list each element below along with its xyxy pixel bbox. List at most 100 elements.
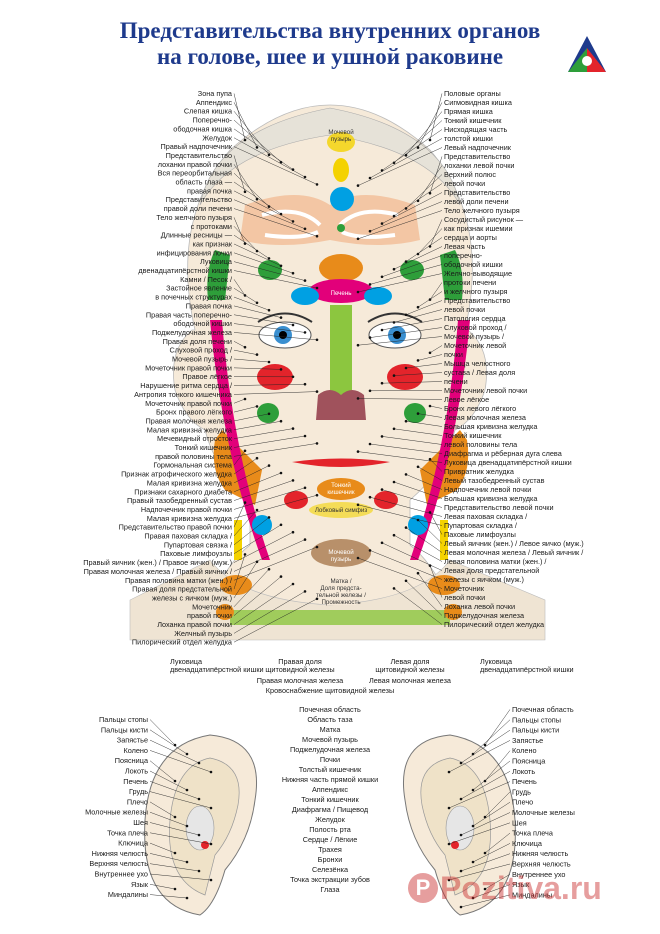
head-labels-right-label: Представительство [444, 296, 510, 305]
leader-line [393, 481, 443, 499]
ear-center-labels-label: Сердце / Лёгкие [303, 835, 358, 844]
head-labels-left-label: Правая доля печени [163, 337, 232, 346]
head-labels-left-label: ободочная кишка [173, 124, 233, 133]
leader-dot [356, 290, 360, 294]
leader-dot [356, 184, 360, 187]
leader-line [233, 252, 294, 274]
leader-dot [459, 869, 463, 873]
leader-dot [471, 788, 475, 792]
ear-left-labels-label: Шея [133, 818, 148, 827]
leader-dot [279, 264, 283, 268]
leader-dot [428, 404, 432, 408]
head-labels-right-label: Сигмовидная кишка [444, 98, 513, 107]
head-labels-left-label: Слуховой проход / [169, 346, 232, 355]
leader-line [233, 494, 318, 519]
head-labels-left-label: Зона пупа [198, 89, 233, 98]
leader-line [233, 217, 246, 244]
organ-nose-band [330, 305, 352, 395]
head-labels-left-label: двенадцатипёрстной кишки [138, 266, 232, 275]
leader-line [233, 450, 246, 466]
leader-line [233, 517, 270, 546]
head-labels-right-label: Левая паховая складка / [444, 512, 528, 521]
head-labels-right-label: Лоханка левой почки [444, 602, 515, 611]
ear-right-labels-label: Плечо [512, 798, 533, 807]
leader-line [233, 270, 318, 289]
ear-left-labels-label: Внутреннее ухо [95, 870, 148, 879]
ear-center-labels-label: Бронхи [318, 855, 343, 864]
head-labels-right-label: левой половины тела [444, 440, 518, 449]
head-labels-left-label: Правая почка [186, 301, 233, 310]
leader-line [381, 542, 443, 571]
head-labels-bottom-label: Правая доля [278, 657, 322, 666]
leader-line [149, 832, 212, 845]
head-labels-left-label: Представительство [166, 195, 232, 204]
leader-line [233, 137, 306, 178]
head-labels-bottom-label: двенадцатипёрстной кишки [170, 665, 264, 674]
leader-line [233, 367, 282, 370]
ear-center-labels-label: Полость рта [309, 825, 352, 834]
leader-line [417, 291, 443, 308]
leader-dot [315, 286, 319, 290]
leader-dot [291, 479, 295, 482]
leader-dot [243, 345, 247, 349]
ear-center-labels-label: Мочевой пузырь [302, 735, 358, 744]
leader-dot [380, 541, 384, 545]
head-labels-left-label: Правая часть поперечно- [146, 310, 233, 319]
leader-dot [255, 405, 259, 408]
leader-line [484, 791, 511, 818]
leader-dot [255, 456, 259, 460]
leader-line [429, 93, 443, 141]
title-line2: на голове, шее и ушной раковине [156, 44, 504, 69]
leader-line [369, 264, 443, 285]
leader-line [417, 228, 443, 255]
ear-left-labels-label: Пальцы стопы [99, 715, 148, 724]
leader-dot [428, 457, 432, 461]
leader-line [149, 801, 176, 818]
leader-dot [243, 449, 247, 453]
leader-dot [243, 397, 247, 401]
organ-neck-bladder [311, 539, 371, 567]
leader-line [393, 120, 443, 163]
leader-dot [267, 412, 271, 416]
leader-dot [392, 480, 396, 484]
leader-dot [291, 271, 295, 275]
head-labels-right-label: левой доли печени [444, 197, 509, 206]
ear-left-labels-label: Ключица [118, 839, 149, 848]
leader-line [233, 234, 270, 259]
leader-dot [303, 590, 307, 593]
leader-line [357, 557, 443, 589]
organ-label: Тонкий [331, 482, 351, 489]
leader-line [405, 363, 443, 369]
leader-dot [416, 571, 420, 575]
leader-dot [416, 305, 420, 309]
leader-line [369, 327, 443, 338]
leader-line [233, 102, 258, 148]
leader-line [233, 243, 282, 267]
leader-line [233, 93, 246, 141]
head-labels-right-label: Пупартовая складка / [444, 521, 518, 530]
leader-line [405, 111, 443, 156]
leader-line [357, 504, 443, 526]
organ-label: тельной железы / [316, 592, 366, 599]
ear-right-labels-label: Пальцы кисти [512, 726, 559, 735]
ear-left-labels-label: Язык [131, 880, 149, 889]
leader-dot [303, 486, 307, 490]
head-labels-left-label: правой половины тела [155, 452, 233, 461]
leader-line [233, 181, 282, 215]
leader-dot [428, 138, 432, 142]
head-labels-left-label: Мочеточник правой почки [145, 363, 232, 372]
leader-dot [267, 464, 271, 467]
leader-line [233, 591, 306, 634]
ear-center-labels-label: Трахея [318, 845, 342, 854]
leader-line [460, 729, 511, 764]
head-labels-right-label: Большая кривизна желудка [444, 494, 538, 503]
head-labels-right-label: Надпочечник левой почки [444, 485, 531, 494]
leader-line [149, 729, 188, 755]
leader-dot [243, 501, 247, 504]
leader-line [405, 237, 443, 262]
ear-right-labels-label: Печень [512, 777, 537, 786]
leader-dot [392, 533, 396, 537]
leader-dot [315, 234, 319, 238]
leader-line [233, 190, 294, 222]
